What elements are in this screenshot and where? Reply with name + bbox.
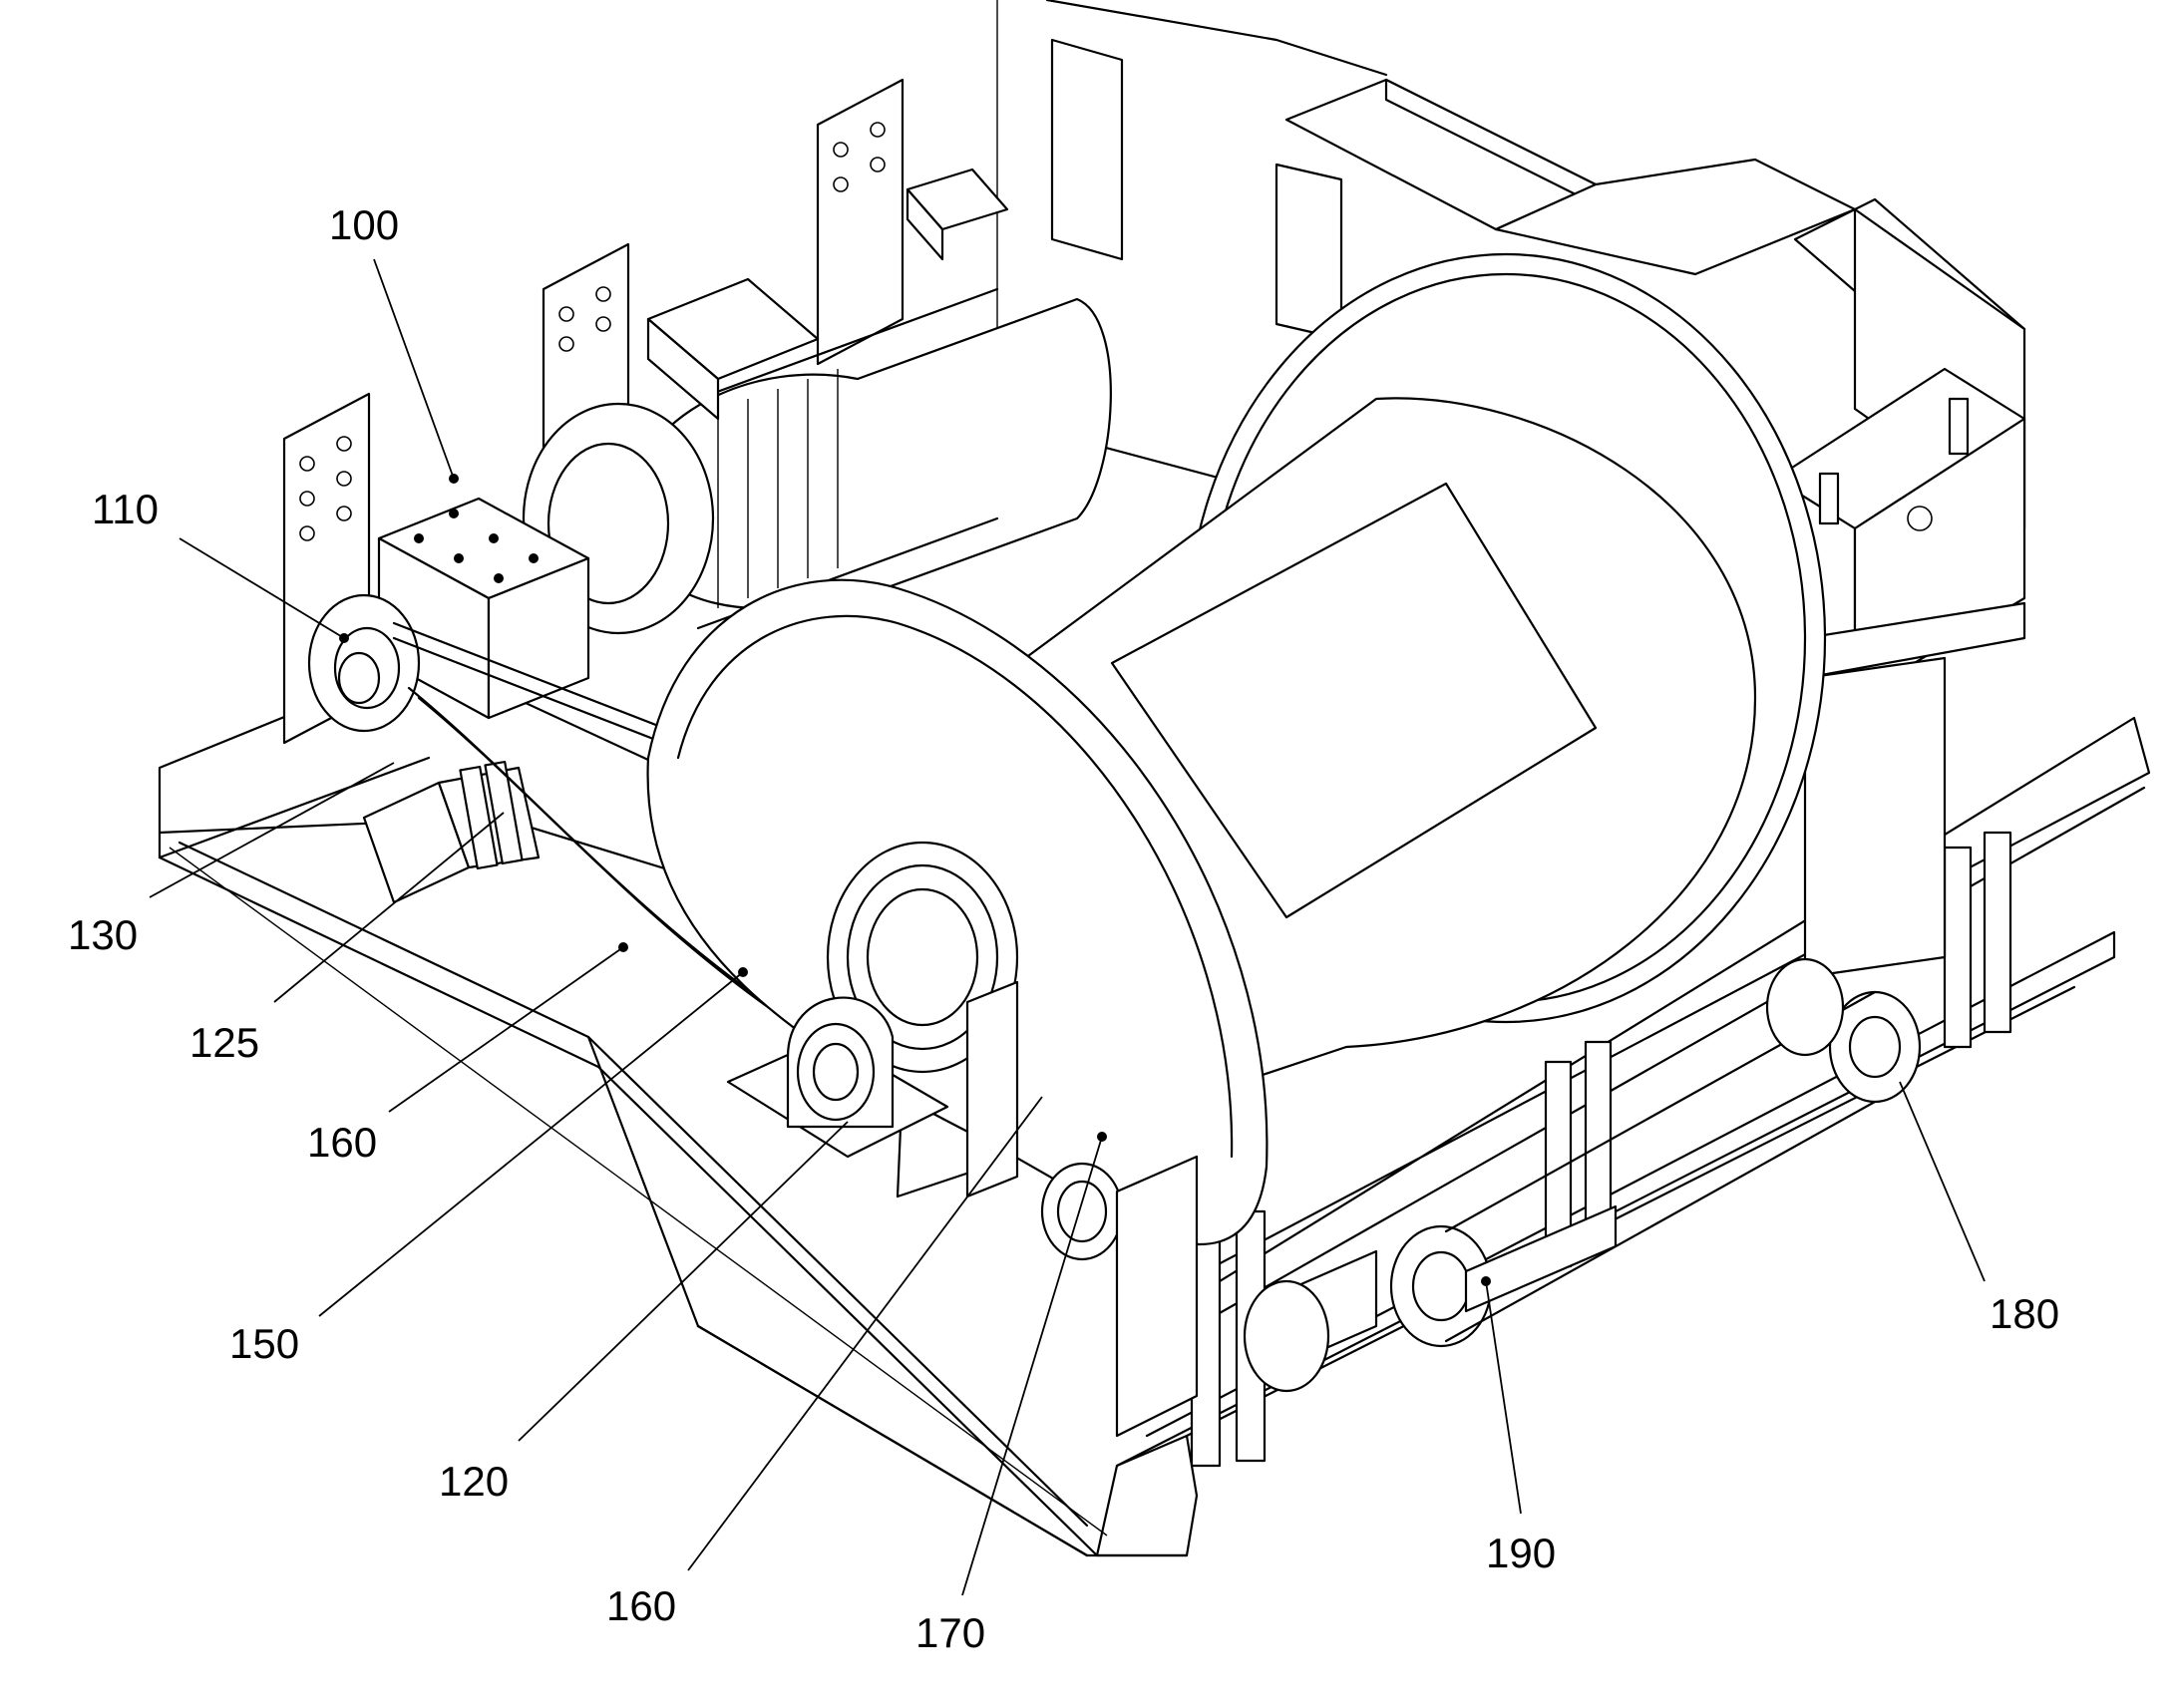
label-110: 110 [92, 486, 159, 532]
label-180: 180 [1990, 1290, 2059, 1337]
chain-idler [965, 980, 1199, 1438]
input-sprocket [307, 593, 421, 733]
leader-100 [373, 258, 455, 480]
leader-170 [961, 1136, 1103, 1596]
leader-130 [149, 762, 395, 898]
label-170: 170 [915, 1609, 985, 1656]
label-190: 190 [1486, 1530, 1556, 1576]
label-150: 150 [229, 1320, 299, 1367]
leader-110 [179, 537, 345, 639]
level-wind [1243, 957, 1922, 1393]
top-covers [1284, 78, 1857, 276]
leader-lines [149, 258, 1986, 1596]
label-160-lower: 160 [606, 1582, 676, 1629]
label-125: 125 [189, 1019, 259, 1066]
reference-labels: 100 110 130 125 160 150 120 160 170 190 … [68, 201, 2059, 1656]
label-120: 120 [439, 1458, 509, 1505]
leader-160a [388, 946, 624, 1113]
label-160-upper: 160 [307, 1119, 377, 1166]
brake-unit [362, 760, 541, 904]
leader-150 [318, 971, 744, 1317]
leader-190 [1485, 1280, 1522, 1515]
leader-160b [687, 1096, 1043, 1571]
leader-125 [273, 812, 505, 1003]
winch-drum [646, 252, 1827, 1245]
label-130: 130 [68, 911, 138, 958]
leader-120 [518, 1121, 849, 1442]
bearing-block [726, 996, 949, 1159]
leader-180 [1899, 1081, 1986, 1282]
control-box [1773, 197, 2026, 979]
label-100: 100 [329, 201, 399, 248]
